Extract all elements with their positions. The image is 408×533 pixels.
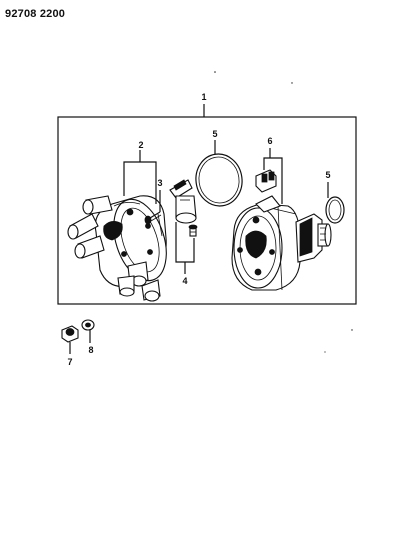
callout-8: 8 xyxy=(88,345,93,355)
leader-bracket-6 xyxy=(263,157,283,204)
callout-4: 4 xyxy=(182,276,187,286)
callout-1: 1 xyxy=(201,92,206,102)
nut xyxy=(61,325,79,343)
callout-2: 2 xyxy=(138,140,143,150)
washer xyxy=(81,319,95,331)
rotor xyxy=(169,179,198,237)
distributor-cap xyxy=(67,195,167,302)
o-ring xyxy=(325,196,345,224)
large-gasket xyxy=(195,153,243,207)
callout-5-o-ring: 5 xyxy=(325,170,330,180)
page-code: 92708 2200 xyxy=(5,8,66,20)
distributor-housing xyxy=(231,195,332,291)
connector xyxy=(255,169,277,193)
screw xyxy=(144,211,162,225)
callout-6: 6 xyxy=(267,136,272,146)
callout-5-gasket: 5 xyxy=(212,129,217,139)
callout-7: 7 xyxy=(67,357,72,367)
assembly-frame xyxy=(57,116,357,305)
callout-3: 3 xyxy=(157,178,162,188)
